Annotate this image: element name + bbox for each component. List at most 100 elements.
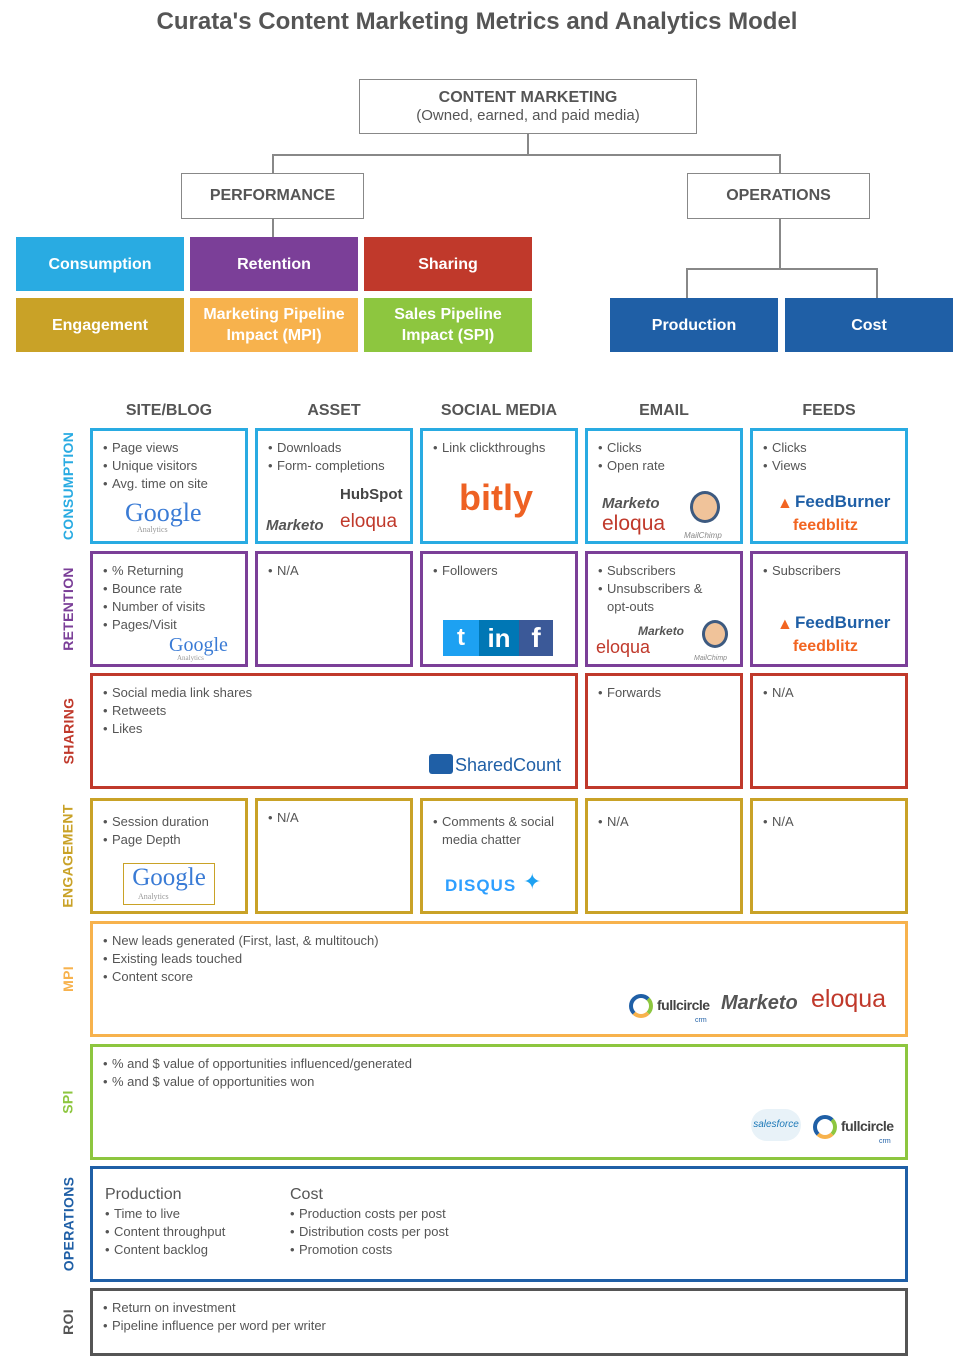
- metric-item: Content backlog: [105, 1241, 225, 1259]
- cell-engagement-asset: N/A: [255, 798, 413, 914]
- metric-item: Comments & social media chatter: [433, 813, 565, 849]
- metric-item: Form- completions: [268, 457, 400, 475]
- cell-engagement-social: Comments & social media chatter DISQUS ✦: [420, 798, 578, 914]
- eloqua-logo: eloqua: [602, 512, 666, 535]
- metric-list: Return on investment Pipeline influence …: [103, 1299, 895, 1335]
- cell-consumption-feeds: Clicks Views ▲ FeedBurner feedblitz: [750, 428, 908, 544]
- row-label-consumption: CONSUMPTION: [50, 428, 86, 544]
- connector: [272, 219, 274, 237]
- feedblitz-logo: feedblitz: [793, 638, 858, 655]
- mailchimp-logo: MailChimp: [684, 531, 722, 540]
- fullcircle-crm-label: crm: [879, 1138, 891, 1145]
- metric-item: Production costs per post: [290, 1205, 449, 1223]
- row-label-roi: ROI: [50, 1288, 86, 1356]
- metric-item: Unsubscribers & opt-outs: [598, 580, 724, 616]
- metric-item: Unique visitors: [103, 457, 235, 475]
- marketo-logo: Marketo: [266, 517, 324, 534]
- row-label-text: CONSUMPTION: [60, 431, 76, 541]
- metric-list: Clicks Views: [763, 439, 895, 475]
- mailchimp-logo: MailChimp: [694, 655, 728, 662]
- google-analytics-logo: Google Analytics: [123, 863, 215, 905]
- google-wordmark: Google: [132, 864, 206, 891]
- feedburner-logo: FeedBurner: [795, 492, 891, 511]
- metric-item: Page Depth: [103, 831, 235, 849]
- connector: [686, 268, 688, 298]
- metric-item: Forwards: [598, 684, 730, 702]
- performance-label: PERFORMANCE: [209, 187, 336, 204]
- eloqua-logo: eloqua: [596, 637, 651, 657]
- sharedcount-logo: SharedCount: [455, 755, 562, 775]
- cell-engagement-email: N/A: [585, 798, 743, 914]
- metric-list: Social media link shares Retweets Likes: [103, 684, 565, 738]
- metric-list: % and $ value of opportunities influence…: [103, 1055, 895, 1091]
- metric-item: Clicks: [763, 439, 895, 457]
- column-header-email: EMAIL: [639, 402, 689, 419]
- feedburner-flame-icon: ▲: [777, 495, 793, 512]
- metric-item: Subscribers: [598, 562, 730, 580]
- metric-list: Clicks Open rate: [598, 439, 730, 475]
- connector: [527, 134, 529, 155]
- connector: [779, 154, 781, 174]
- eloqua-logo: eloqua: [340, 511, 398, 532]
- category-cost: Cost: [785, 298, 953, 352]
- operations-cost-group: Cost Production costs per post Distribut…: [290, 1185, 449, 1259]
- metric-list: Page views Unique visitors Avg. time on …: [103, 439, 235, 493]
- marketo-logo: Marketo: [721, 992, 798, 1014]
- metric-item: New leads generated (First, last, & mult…: [103, 932, 895, 950]
- category-sharing: Sharing: [364, 237, 532, 291]
- metric-item: Bounce rate: [103, 580, 235, 598]
- cell-retention-asset: N/A: [255, 551, 413, 667]
- sharedcount-chart-icon: [429, 754, 453, 774]
- diagram-title: Curata's Content Marketing Metrics and A…: [156, 8, 798, 35]
- operations-box: OPERATIONS: [687, 173, 870, 219]
- cell-retention-feeds: Subscribers ▲ FeedBurner feedblitz: [750, 551, 908, 667]
- metric-item: N/A: [763, 813, 895, 831]
- row-label-text: SPI: [60, 1090, 76, 1114]
- cell-consumption-site: Page views Unique visitors Avg. time on …: [90, 428, 248, 544]
- marketo-logo: Marketo: [638, 624, 685, 638]
- column-header-asset: ASSET: [307, 402, 361, 419]
- operations-production-group: Production Time to live Content throughp…: [105, 1185, 225, 1259]
- metric-item: Downloads: [268, 439, 400, 457]
- analytics-wordmark: Analytics: [138, 892, 169, 901]
- hubspot-logo: HubSpot: [340, 486, 403, 503]
- row-label-spi: SPI: [50, 1044, 86, 1160]
- metric-item: % and $ value of opportunities influence…: [103, 1055, 895, 1073]
- fullcircle-ring-icon: [629, 994, 653, 1018]
- category-spi: Sales Pipeline Impact (SPI): [364, 298, 532, 352]
- category-engagement: Engagement: [16, 298, 184, 352]
- metric-item: Likes: [103, 720, 565, 738]
- metric-list: Downloads Form- completions: [268, 439, 400, 475]
- twitter-icon: t: [443, 620, 479, 656]
- cell-engagement-feeds: N/A: [750, 798, 908, 914]
- metric-item: Number of visits: [103, 598, 235, 616]
- cell-consumption-email: Clicks Open rate Marketo eloqua MailChim…: [585, 428, 743, 544]
- salesforce-logo: salesforce: [751, 1109, 801, 1141]
- operations-label: OPERATIONS: [726, 187, 831, 204]
- row-label-text: ROI: [59, 1309, 76, 1335]
- row-label-sharing: SHARING: [50, 673, 86, 789]
- cell-spi: % and $ value of opportunities influence…: [90, 1044, 908, 1160]
- feedburner-flame-icon: ▲: [777, 616, 793, 633]
- metric-list: Forwards: [598, 684, 730, 702]
- operations-cost-title: Cost: [290, 1186, 323, 1203]
- metric-item: Session duration: [103, 813, 235, 831]
- analytics-wordmark: Analytics: [177, 654, 204, 662]
- cell-retention-site: % Returning Bounce rate Number of visits…: [90, 551, 248, 667]
- metric-list: Subscribers: [763, 562, 895, 580]
- metric-list: Comments & social media chatter: [433, 813, 565, 849]
- metric-list: Time to live Content throughput Content …: [105, 1205, 225, 1259]
- connector: [686, 268, 878, 270]
- metric-item: Followers: [433, 562, 565, 580]
- connector: [779, 219, 781, 269]
- category-mpi: Marketing Pipeline Impact (MPI): [190, 298, 358, 352]
- metric-item: Pipeline influence per word per writer: [103, 1317, 895, 1335]
- disqus-logo: DISQUS: [445, 876, 517, 895]
- performance-box: PERFORMANCE: [181, 173, 364, 219]
- fullcircle-logo: fullcircle: [657, 997, 710, 1013]
- facebook-icon: f: [519, 620, 553, 656]
- metric-item: Content score: [103, 968, 895, 986]
- metric-item: Avg. time on site: [103, 475, 235, 493]
- row-label-operations: OPERATIONS: [50, 1166, 86, 1282]
- connector: [876, 268, 878, 298]
